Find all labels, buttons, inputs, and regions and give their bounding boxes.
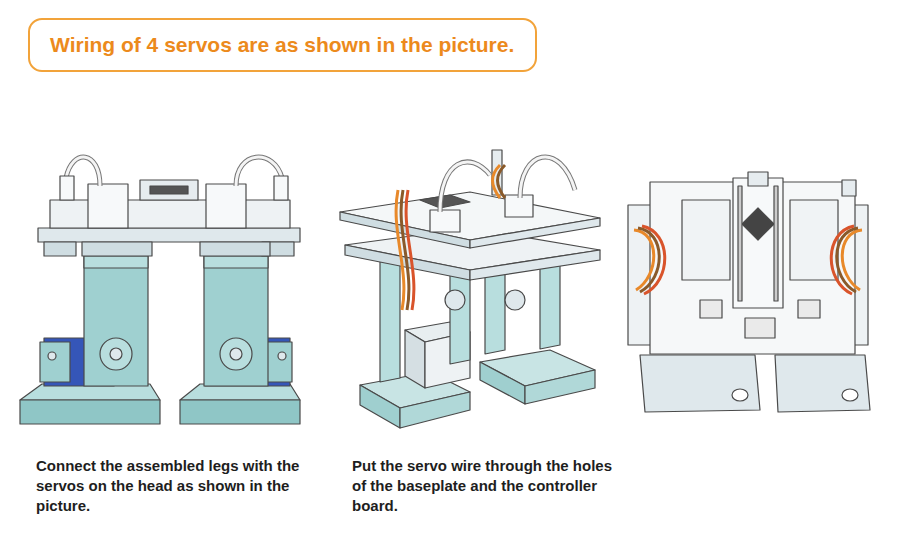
front-view-robot-part bbox=[206, 184, 246, 228]
front-view-robot-part bbox=[100, 338, 132, 370]
front-view-robot-part bbox=[38, 228, 300, 242]
front-view-robot-part bbox=[180, 400, 300, 424]
isometric-robot-part bbox=[400, 392, 470, 428]
top-view-robot-part bbox=[842, 180, 856, 196]
front-view-robot-part bbox=[50, 200, 290, 228]
front-view-robot bbox=[20, 157, 300, 424]
front-view-robot-part bbox=[140, 180, 198, 200]
top-view-robot-part bbox=[742, 208, 774, 240]
isometric-robot-part bbox=[498, 165, 506, 198]
title-box: Wiring of 4 servos are as shown in the p… bbox=[28, 18, 537, 72]
isometric-robot-part bbox=[505, 290, 525, 310]
top-view-robot-part bbox=[831, 226, 854, 294]
top-view-robot-part bbox=[774, 186, 778, 301]
front-view-robot-part bbox=[84, 256, 148, 268]
isometric-robot-part bbox=[406, 190, 414, 310]
isometric-robot-part bbox=[430, 210, 460, 232]
isometric-robot-part bbox=[505, 195, 533, 217]
front-view-robot-part bbox=[200, 242, 270, 256]
front-view-robot-part bbox=[20, 400, 160, 424]
top-view-robot bbox=[628, 172, 870, 412]
isometric-robot-part bbox=[520, 157, 575, 198]
isometric-robot-part bbox=[470, 218, 600, 248]
isometric-robot-part bbox=[470, 250, 600, 280]
top-view-robot-part bbox=[738, 186, 742, 301]
front-view-robot-part bbox=[60, 176, 74, 200]
isometric-robot-part bbox=[440, 162, 490, 212]
top-view-robot-part bbox=[700, 300, 722, 318]
isometric-robot-part bbox=[420, 195, 470, 208]
front-view-robot-part bbox=[204, 256, 268, 386]
front-view-robot-part bbox=[230, 348, 242, 360]
top-view-robot-part bbox=[682, 200, 730, 280]
top-view-robot-part bbox=[748, 172, 768, 186]
top-view-robot-part bbox=[842, 389, 858, 401]
isometric-robot-part bbox=[360, 385, 400, 428]
top-view-robot-part bbox=[733, 178, 783, 308]
front-view-robot-part bbox=[84, 256, 148, 386]
front-view-robot-part bbox=[274, 176, 288, 200]
isometric-robot-part bbox=[445, 290, 465, 310]
top-view-robot-part bbox=[745, 318, 775, 338]
front-view-robot-part bbox=[48, 352, 56, 360]
front-view-robot-part bbox=[44, 242, 76, 256]
caption-text: Put the servo wire through the holes of … bbox=[352, 456, 622, 516]
front-view-robot-part bbox=[88, 184, 128, 228]
isometric-robot-part bbox=[405, 330, 425, 388]
title-text: Wiring of 4 servos are as shown in the p… bbox=[50, 32, 514, 58]
top-view-robot-part bbox=[642, 226, 665, 294]
isometric-robot-part bbox=[380, 258, 400, 382]
caption-text: Connect the assembled legs with the serv… bbox=[36, 456, 316, 516]
front-view-robot-part bbox=[110, 348, 122, 360]
front-view-robot-part bbox=[150, 186, 188, 194]
isometric-robot-part bbox=[440, 162, 490, 212]
front-view-robot-part bbox=[82, 242, 152, 256]
front-view-robot-part bbox=[40, 342, 70, 382]
isometric-robot-part bbox=[525, 370, 595, 404]
isometric-robot-part bbox=[480, 362, 525, 404]
top-view-robot-part bbox=[640, 355, 760, 412]
front-view-robot-part bbox=[220, 338, 252, 370]
front-view-robot-part bbox=[204, 256, 268, 268]
front-view-robot-part bbox=[278, 352, 286, 360]
isometric-robot bbox=[340, 150, 600, 428]
top-view-robot-part bbox=[798, 300, 820, 318]
top-view-robot-part bbox=[732, 389, 748, 401]
top-view-robot-part bbox=[775, 355, 870, 412]
isometric-robot-part bbox=[520, 157, 575, 198]
